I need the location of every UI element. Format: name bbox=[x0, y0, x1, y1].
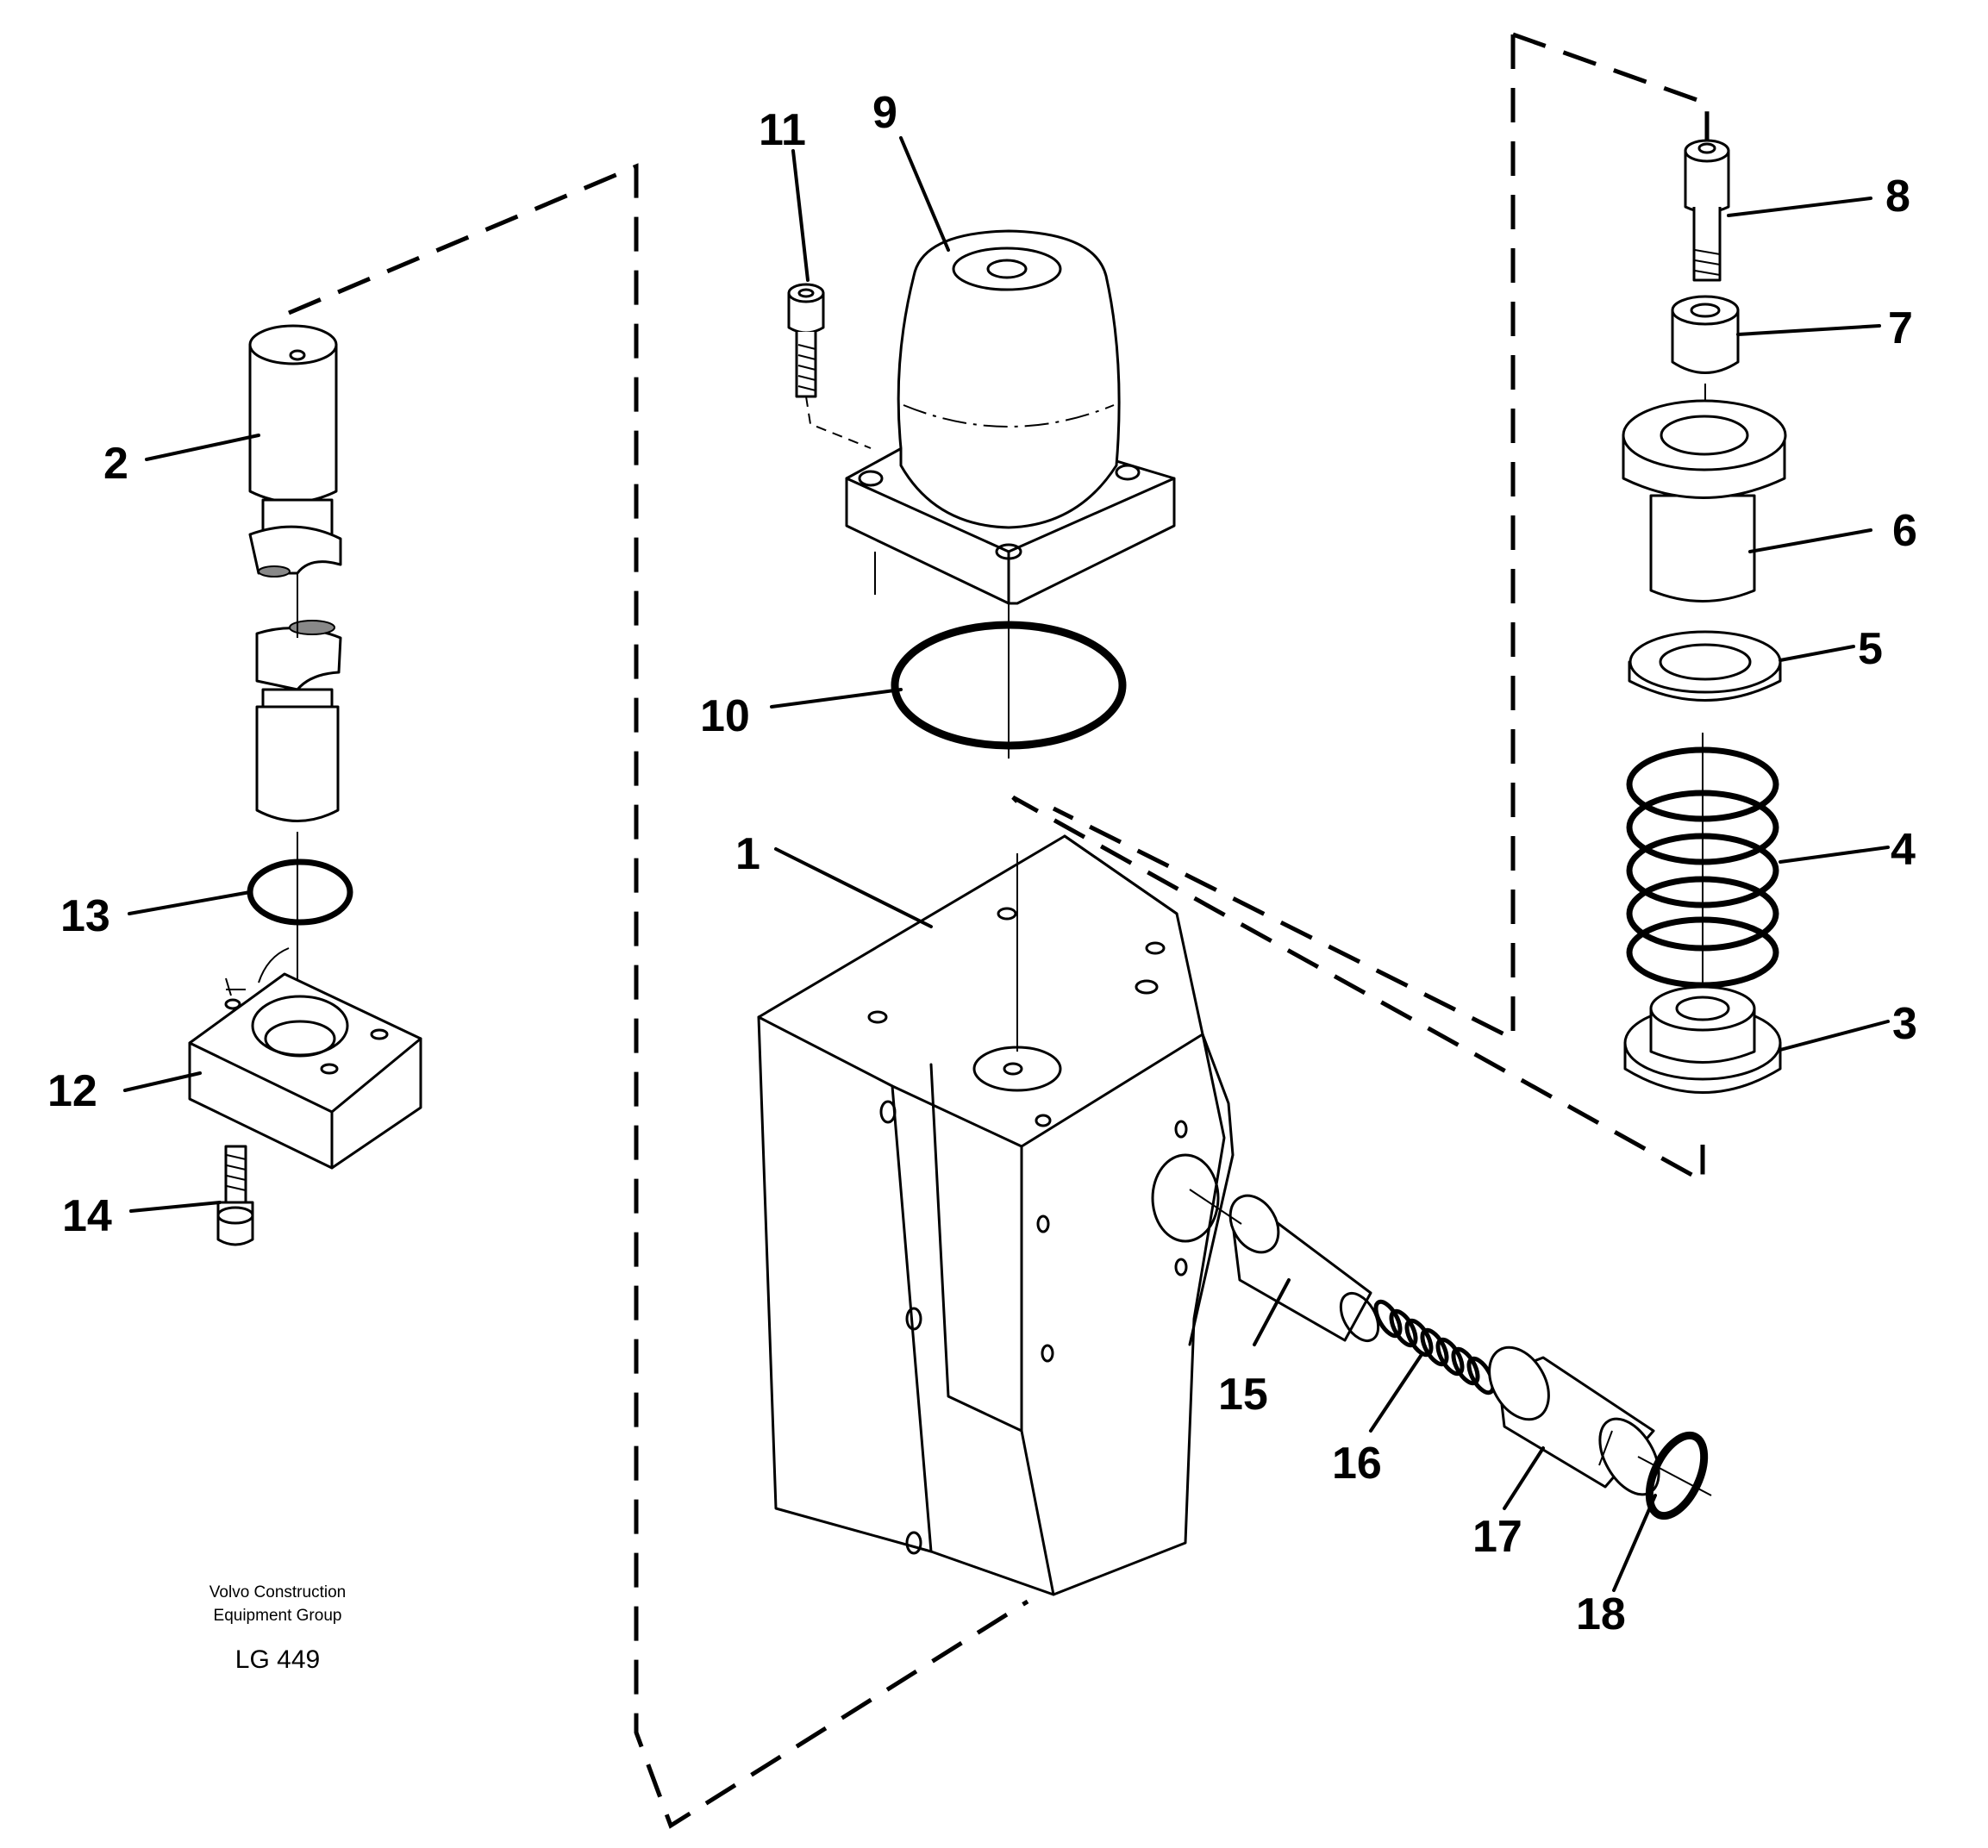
screw-part-14 bbox=[216, 1145, 254, 1246]
callout-6: 6 bbox=[1892, 506, 1917, 556]
callout-18: 18 bbox=[1576, 1589, 1626, 1639]
callout-2: 2 bbox=[103, 439, 128, 489]
o-ring-part-13 bbox=[247, 858, 353, 926]
valve-body-part-1 bbox=[757, 834, 1235, 1596]
leader-lines bbox=[123, 136, 1890, 1592]
spool-part-2 bbox=[248, 324, 342, 1004]
callout-15: 15 bbox=[1218, 1370, 1268, 1420]
callout-labels: 1 2 3 4 5 6 7 8 9 10 11 12 13 14 15 16 1… bbox=[47, 88, 1917, 1639]
flange-block-part-12 bbox=[188, 947, 422, 1170]
piston-part-6 bbox=[1622, 399, 1787, 602]
spring-part-16 bbox=[1373, 1299, 1496, 1395]
spring-seat-part-3 bbox=[1623, 985, 1782, 1094]
washer-part-5 bbox=[1628, 630, 1782, 702]
callout-16: 16 bbox=[1332, 1439, 1382, 1489]
sleeve-part-15 bbox=[1189, 1189, 1380, 1342]
callout-10: 10 bbox=[700, 691, 750, 741]
title-block: Volvo Construction Equipment Group LG 44… bbox=[209, 1583, 346, 1674]
callout-17: 17 bbox=[1472, 1512, 1522, 1562]
callout-14: 14 bbox=[62, 1191, 112, 1241]
callout-13: 13 bbox=[60, 891, 110, 941]
cover-part-9 bbox=[845, 229, 1176, 605]
callout-4: 4 bbox=[1891, 825, 1916, 875]
plug-part-17 bbox=[1488, 1345, 1660, 1496]
callout-1: 1 bbox=[735, 829, 760, 879]
sleeve-part-7 bbox=[1671, 295, 1740, 405]
screw-part-8 bbox=[1684, 139, 1730, 282]
screw-part-11 bbox=[787, 283, 872, 449]
callout-8: 8 bbox=[1885, 172, 1910, 222]
publisher-line-2: Equipment Group bbox=[214, 1607, 342, 1625]
o-ring-part-10 bbox=[891, 603, 1127, 759]
callout-12: 12 bbox=[47, 1066, 97, 1116]
drawing-code: LG 449 bbox=[235, 1645, 320, 1674]
callout-11: 11 bbox=[759, 105, 806, 155]
spring-part-4 bbox=[1626, 733, 1779, 1008]
publisher-line-1: Volvo Construction bbox=[209, 1583, 346, 1601]
snap-ring-part-18 bbox=[1637, 1431, 1712, 1520]
callout-3: 3 bbox=[1892, 999, 1917, 1049]
callout-7: 7 bbox=[1888, 303, 1913, 353]
callout-5: 5 bbox=[1858, 624, 1883, 674]
callout-9: 9 bbox=[872, 88, 897, 138]
